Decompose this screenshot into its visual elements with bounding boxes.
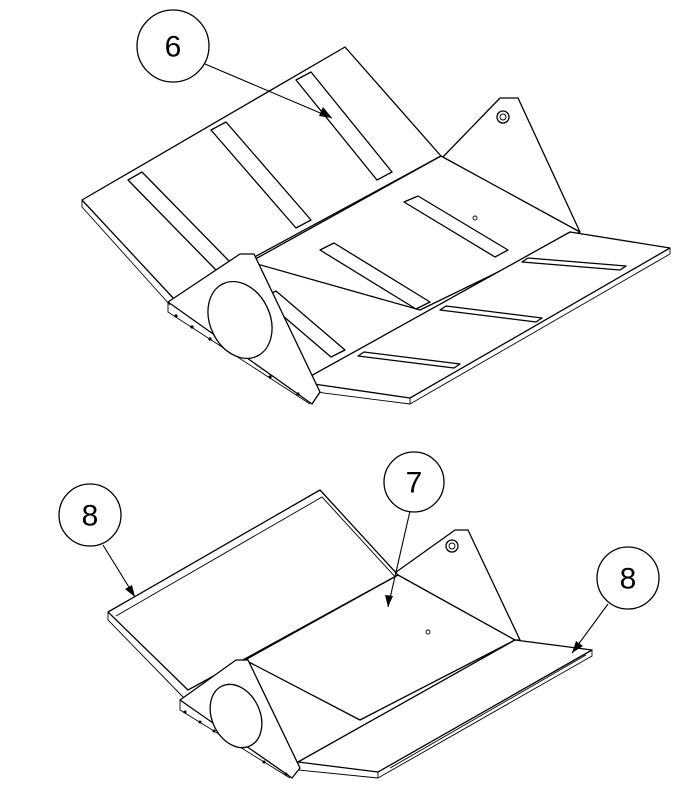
bottom-assembly — [107, 489, 593, 779]
callout-8-left-label: 8 — [82, 500, 99, 533]
top-assembly — [81, 46, 671, 405]
right-panel-strips — [357, 257, 627, 369]
center-floor-strips — [261, 195, 509, 358]
callout-6: 6 — [136, 9, 333, 119]
left-panel-strips — [127, 71, 393, 271]
callout-7: 7 — [383, 451, 445, 608]
callout-6-label: 6 — [165, 31, 182, 64]
bottom-end-plate-opening — [209, 683, 263, 749]
callout-7-label: 7 — [406, 467, 423, 500]
callout-8-left: 8 — [58, 483, 136, 598]
callout-8-right-label: 8 — [620, 563, 637, 596]
end-plate-opening — [207, 280, 273, 360]
callout-8-right: 8 — [571, 546, 660, 654]
